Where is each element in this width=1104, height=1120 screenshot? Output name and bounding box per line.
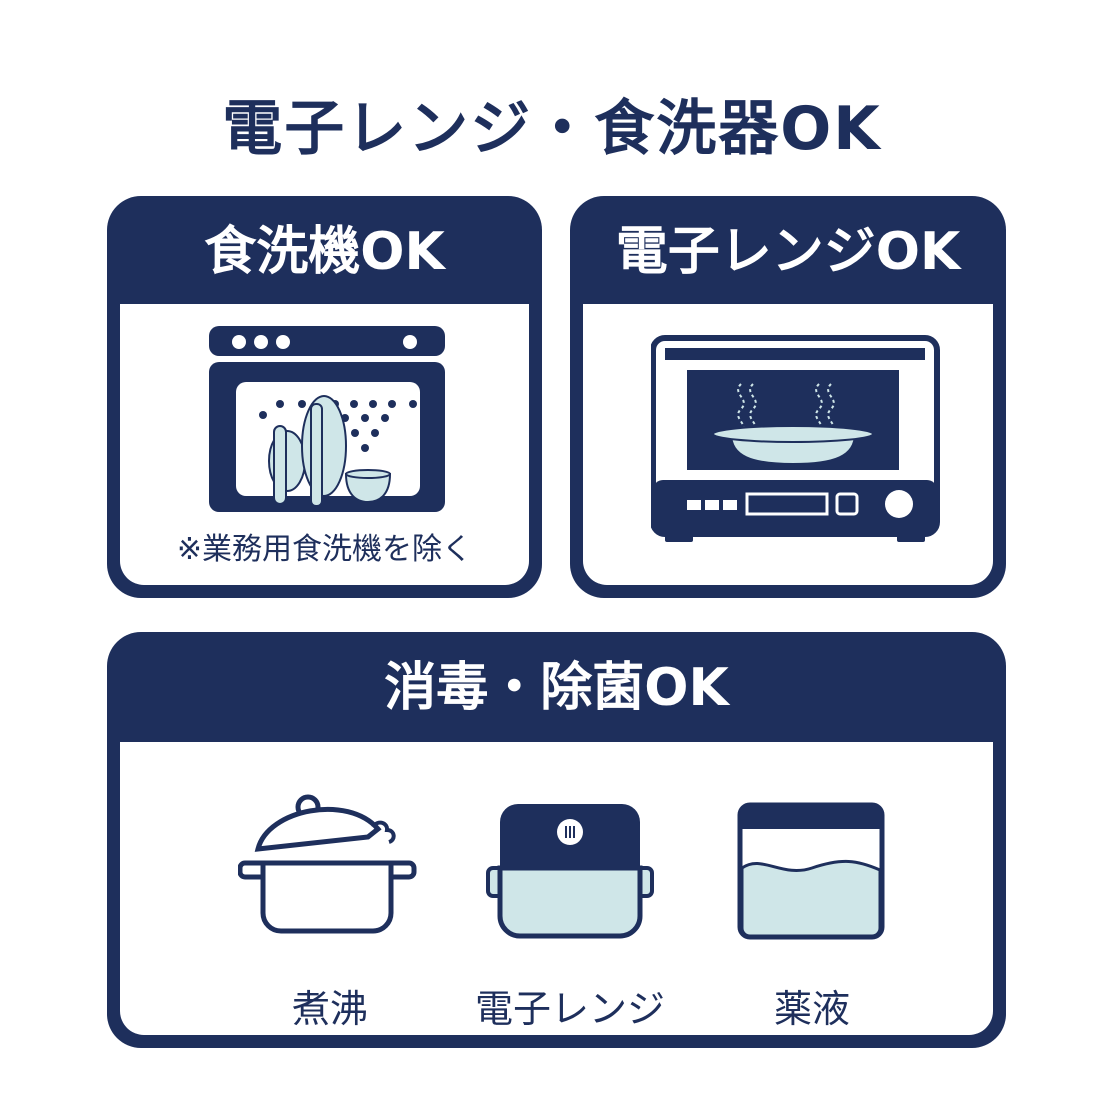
dishwasher-ok-card: 食洗機OK ※業務用食洗機を除く xyxy=(107,196,542,598)
microwave-container-icon xyxy=(486,804,654,939)
card-body xyxy=(583,304,993,585)
card-body: ※業務用食洗機を除く xyxy=(120,304,529,585)
item-label-boiling: 煮沸 xyxy=(291,987,368,1031)
page-title: 電子レンジ・食洗器OK xyxy=(222,94,882,164)
card-header: 消毒・除菌OK xyxy=(384,658,729,718)
microwave-icon xyxy=(651,335,940,542)
dishwasher-icon xyxy=(209,326,445,512)
dishwasher-note: ※業務用食洗機を除く xyxy=(176,532,473,567)
boiling-pot-icon xyxy=(238,794,417,934)
card-header: 電子レンジOK xyxy=(615,222,961,282)
card-body: 煮沸 電子レンジ 薬液 xyxy=(120,742,993,1035)
sterilize-ok-card: 消毒・除菌OK 煮沸 電子レンジ 薬液 xyxy=(107,632,1006,1048)
item-label-microwave: 電子レンジ xyxy=(474,987,665,1031)
card-header: 食洗機OK xyxy=(204,222,445,282)
chemical-solution-icon xyxy=(737,802,885,940)
item-label-chemical: 薬液 xyxy=(773,987,850,1031)
microwave-ok-card: 電子レンジOK xyxy=(570,196,1006,598)
